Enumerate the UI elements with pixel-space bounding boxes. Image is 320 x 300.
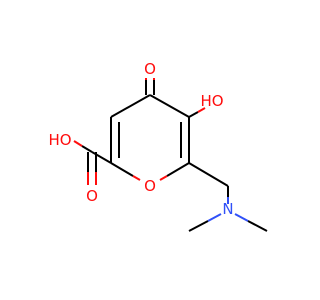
bond-n-me1 — [188, 220, 209, 232]
bond-cacid-oh-red — [73, 140, 83, 147]
bond-o1-right-red — [159, 175, 168, 181]
carboxyl-group — [73, 140, 112, 185]
bond-c5-c4 — [110, 94, 151, 118]
bond-c3-oh-red — [197, 107, 206, 113]
bond-n-me2-blue — [234, 213, 249, 222]
bond-c6-cacid — [91, 151, 112, 164]
bond-c3-oh — [188, 111, 199, 118]
structure-diagram: O HO HO O O N — [48, 60, 268, 232]
bond-o1-left-red — [132, 175, 141, 181]
amine-nitrogen-label: N — [222, 200, 233, 218]
keto-group — [145, 78, 155, 95]
pyranone-ring — [110, 94, 190, 177]
molecule-drawing: O HO HO O O N — [48, 60, 268, 232]
bond-c2-ch2 — [188, 162, 229, 187]
bond-o1-c6 — [110, 162, 134, 177]
bond-cacid-oh — [81, 145, 93, 153]
bond-n-me1-blue — [207, 213, 222, 222]
bond-c2-o1 — [166, 162, 190, 177]
keto-oxygen-label: O — [144, 60, 156, 78]
acid-oxygen-label: O — [86, 187, 98, 205]
acid-hydroxyl-label: HO — [48, 131, 71, 149]
bond-c4-c3 — [149, 94, 190, 118]
ring-oxygen-label: O — [144, 177, 156, 195]
dimethylaminomethyl-group — [188, 162, 268, 232]
bond-n-me2 — [247, 220, 268, 232]
hydroxyl-label: HO — [200, 92, 223, 110]
